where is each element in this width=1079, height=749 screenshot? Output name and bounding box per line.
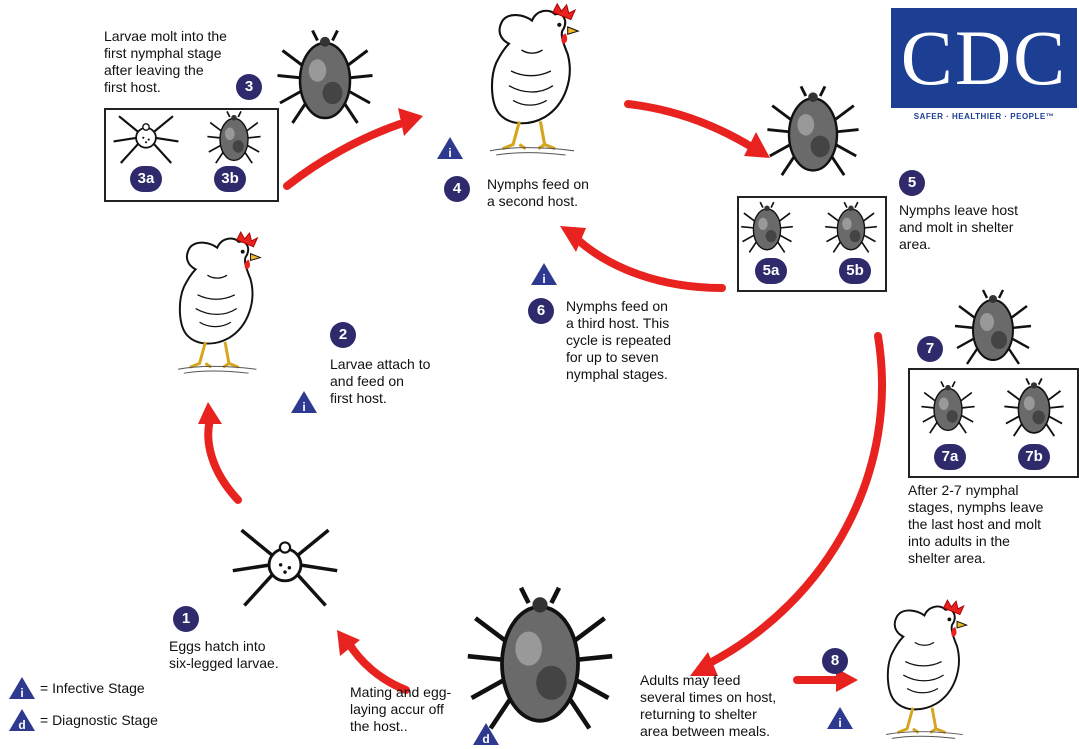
- stage-8-text: Adults may feed several times on host, r…: [640, 672, 776, 740]
- stage-3a-badge: 3a: [130, 166, 162, 192]
- chicken-host-2: [490, 4, 578, 155]
- chicken-host-adult: [886, 600, 967, 738]
- stage-3-text: Larvae molt into the first nymphal stage…: [104, 28, 227, 96]
- svg-text:i: i: [448, 146, 451, 160]
- mating-text: Mating and egg- laying accur off the hos…: [350, 684, 451, 735]
- infective-triangle-stage-4: i: [436, 136, 464, 160]
- stage-7b-badge: 7b: [1018, 444, 1050, 470]
- stage-3-box: 3a 3b: [104, 108, 279, 202]
- legend-diagnostic-label: = Diagnostic Stage: [40, 710, 158, 730]
- svg-text:i: i: [838, 716, 841, 730]
- legend-infective-icon: i: [8, 676, 36, 700]
- stage-3b-badge: 3b: [214, 166, 246, 192]
- svg-text:d: d: [18, 718, 25, 732]
- stage-7-text: After 2-7 nymphal stages, nymphs leave t…: [908, 482, 1043, 567]
- stage-3-badge: 3: [236, 74, 262, 100]
- stage-8-badge: 8: [822, 648, 848, 674]
- stage-7-box: 7a 7b: [908, 368, 1079, 478]
- stage-1-text: Eggs hatch into six-legged larvae.: [169, 638, 279, 672]
- cdc-logo: CDC SAFER · HEALTHIER · PEOPLE™: [891, 8, 1077, 126]
- svg-text:i: i: [542, 272, 545, 286]
- larva: [233, 530, 337, 605]
- chicken-host-1: [178, 232, 260, 373]
- nymph-tick-3: [278, 31, 373, 124]
- stage-5a-badge: 5a: [755, 258, 787, 284]
- legend-infective-label: = Infective Stage: [40, 678, 145, 698]
- stage-5b-badge: 5b: [839, 258, 871, 284]
- stage-2-badge: 2: [330, 322, 356, 348]
- stage-6-text: Nymphs feed on a third host. This cycle …: [566, 298, 671, 383]
- stage-4-badge: 4: [444, 176, 470, 202]
- svg-text:i: i: [302, 400, 305, 414]
- cdc-wordmark: CDC: [891, 8, 1077, 108]
- stage-6-badge: 6: [528, 298, 554, 324]
- stage-5-ticks: [739, 198, 885, 258]
- nymph-tick-5: [767, 86, 858, 175]
- stage-7-ticks: [910, 370, 1077, 440]
- legend-diagnostic-icon: d: [8, 708, 36, 732]
- stage-7-badge: 7: [917, 336, 943, 362]
- adult-tick: [468, 588, 612, 729]
- stage-3-ticks: [106, 110, 277, 170]
- stage-2-text: Larvae attach to and feed on first host.: [330, 356, 430, 407]
- diagnostic-triangle-adult: d: [472, 722, 500, 746]
- stage-5-badge: 5: [899, 170, 925, 196]
- stage-1-badge: 1: [173, 606, 199, 632]
- nymph-tick-7: [955, 290, 1031, 364]
- infective-triangle-stage-2: i: [290, 390, 318, 414]
- stage-4-text: Nymphs feed on a second host.: [487, 176, 589, 210]
- svg-text:d: d: [482, 732, 489, 746]
- stage-5-text: Nymphs leave host and molt in shelter ar…: [899, 202, 1018, 253]
- svg-text:i: i: [20, 686, 23, 700]
- stage-7a-badge: 7a: [934, 444, 966, 470]
- cdc-tagline: SAFER · HEALTHIER · PEOPLE™: [891, 112, 1077, 121]
- stage-5-box: 5a 5b: [737, 196, 887, 292]
- infective-triangle-stage-8: i: [826, 706, 854, 730]
- infective-triangle-stage-6: i: [530, 262, 558, 286]
